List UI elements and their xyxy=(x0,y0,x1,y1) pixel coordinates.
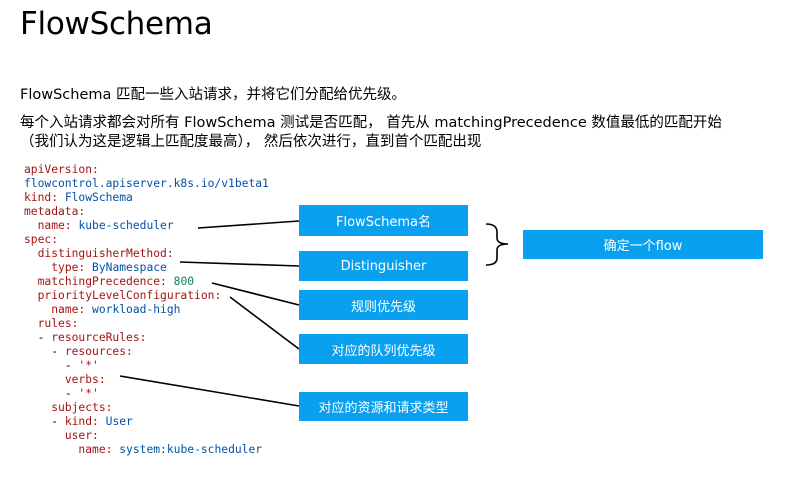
callout-determine-flow: 确定一个flow xyxy=(523,230,763,259)
code-line-type: type: ByNamespace xyxy=(51,261,167,274)
callout-queue-priority: 对应的队列优先级 xyxy=(299,334,468,364)
code-line-apiversion: apiVersion: xyxy=(24,163,99,176)
code-line-apiversion-value: flowcontrol.apiserver.k8s.io/v1beta1 xyxy=(24,177,269,190)
intro-line-3: （我们认为这是逻辑上匹配度最高）， 然后依次进行，直到首个匹配出现 xyxy=(20,134,482,150)
code-line-resource-rules: - resourceRules: xyxy=(37,331,147,344)
curly-brace xyxy=(485,223,509,266)
code-line-metadata: metadata: xyxy=(24,205,86,218)
yaml-code-block: apiVersion: flowcontrol.apiserver.k8s.io… xyxy=(24,163,269,457)
intro-line-2: 每个入站请求都会对所有 FlowSchema 测试是否匹配， 首先从 match… xyxy=(20,115,722,131)
code-line-resources-item: - '*' xyxy=(64,359,99,372)
callout-resource-request-type: 对应的资源和请求类型 xyxy=(299,392,468,421)
intro-line-1: FlowSchema 匹配一些入站请求，并将它们分配给优先级。 xyxy=(20,87,407,103)
code-line-matching-precedence: matchingPrecedence: 800 xyxy=(37,275,195,288)
code-line-rules: rules: xyxy=(37,317,79,330)
code-line-plc-name: name: workload-high xyxy=(51,303,181,316)
code-line-kind: kind: FlowSchema xyxy=(24,191,133,204)
page-title: FlowSchema xyxy=(20,6,213,42)
callout-rule-priority: 规则优先级 xyxy=(299,290,468,320)
code-line-user-name: name: system:kube-scheduler xyxy=(78,443,263,456)
code-line-resources: - resources: xyxy=(51,345,133,358)
code-line-distinguisher-method: distinguisherMethod: xyxy=(37,247,174,260)
code-line-subjects: subjects: xyxy=(51,401,113,414)
callout-flowschema-name: FlowSchema名 xyxy=(299,205,468,236)
callout-distinguisher: Distinguisher xyxy=(299,251,468,281)
code-line-subject-kind: - kind: User xyxy=(51,415,133,428)
code-line-spec: spec: xyxy=(24,233,59,246)
code-line-user: user: xyxy=(64,429,99,442)
code-line-priority-level: priorityLevelConfiguration: xyxy=(37,289,222,302)
code-line-verbs-item: - '*' xyxy=(64,387,99,400)
code-line-name: name: kube-scheduler xyxy=(37,219,174,232)
code-line-verbs: verbs: xyxy=(64,373,106,386)
